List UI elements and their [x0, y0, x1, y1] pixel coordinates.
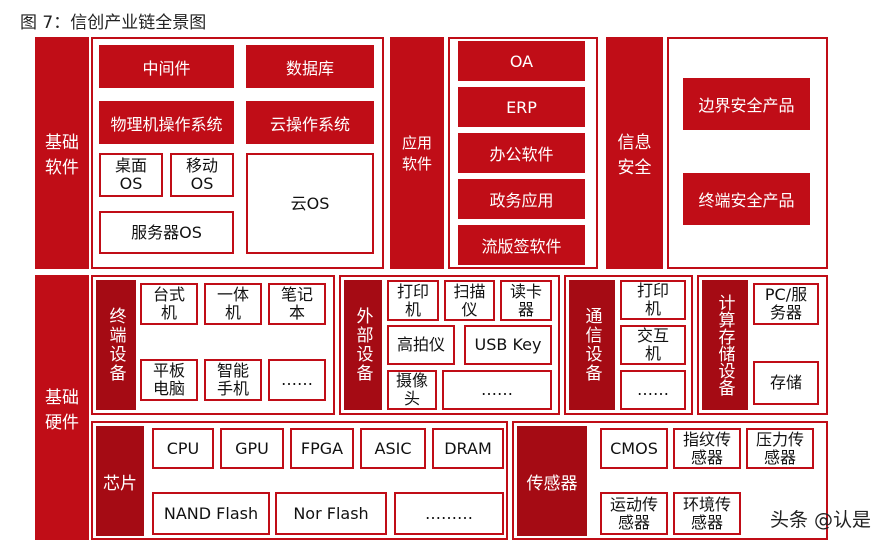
comm-label-text: 通信设备 [581, 307, 602, 383]
environment-sensor-box: 环境传 感器 [673, 492, 741, 535]
comm-printer-box: 打印 机 [620, 280, 686, 320]
chip-label: 芯片 [96, 426, 144, 536]
camera-text: 摄像 头 [395, 371, 428, 408]
info-security-panel [667, 37, 828, 269]
camera-box: 摄像 头 [387, 370, 437, 410]
card-reader-text: 读卡 器 [509, 281, 542, 319]
chip-more-box: ……… [394, 492, 504, 535]
chip-label-text: 芯片 [103, 473, 137, 494]
comm-label: 通信设备 [569, 280, 615, 410]
notebook-text: 笔记 本 [280, 285, 313, 322]
tablet-box: 平板 电脑 [140, 359, 198, 401]
basic-hardware-label: 基础 硬件 [35, 275, 89, 540]
environment-sensor-text: 环境传 感器 [682, 494, 731, 532]
desktop-pc-box: 台式 机 [140, 283, 198, 325]
terminal-label-text: 终端设备 [105, 307, 126, 383]
motion-sensor-box: 运动传 感器 [600, 492, 668, 535]
boundary-security-box: 边界安全产品 [683, 78, 810, 130]
compute-storage-label-text: 计算存储设备 [714, 294, 735, 396]
cpu-box: CPU [152, 428, 214, 469]
figure-title: 图 7：信创产业链全景图 [20, 13, 207, 33]
storage-box: 存储 [753, 361, 819, 405]
smartphone-box: 智能 手机 [204, 359, 262, 401]
peripheral-label-text: 外部设备 [352, 307, 373, 383]
mobile-os-text: 移动 OS [185, 156, 218, 193]
peripheral-label: 外部设备 [344, 280, 382, 410]
tablet-text: 平板 电脑 [152, 361, 185, 398]
sensor-label-text: 传感器 [526, 473, 578, 494]
info-security-label-text: 信息 安全 [617, 133, 652, 178]
pressure-sensor-box: 压力传 感器 [746, 428, 814, 469]
usb-key-box: USB Key [464, 325, 552, 365]
scanner-box: 扫描 仪 [444, 280, 495, 321]
endpoint-security-box: 终端安全产品 [683, 173, 810, 225]
all-in-one-box: 一体 机 [204, 283, 262, 325]
physical-os-box: 物理机操作系统 [99, 101, 234, 144]
comm-printer-text: 打印 机 [636, 281, 669, 318]
printer-box: 打印 机 [387, 280, 439, 321]
oa-box: OA [458, 41, 585, 81]
nor-flash-box: Nor Flash [275, 492, 387, 535]
pressure-sensor-text: 压力传 感器 [755, 429, 804, 467]
fingerprint-sensor-text: 指纹传 感器 [682, 429, 731, 467]
motion-sensor-text: 运动传 感器 [609, 494, 658, 532]
comm-more-box: …… [620, 370, 686, 410]
asic-box: ASIC [360, 428, 426, 469]
switch-box: 交互 机 [620, 325, 686, 365]
gov-app-box: 政务应用 [458, 179, 585, 219]
all-in-one-text: 一体 机 [216, 285, 249, 322]
cmos-box: CMOS [600, 428, 668, 469]
desktop-os-text: 桌面 OS [114, 156, 147, 193]
peripheral-more-box: …… [442, 370, 552, 410]
basic-software-label-text: 基础 软件 [45, 133, 79, 178]
application-software-label: 应用 软件 [390, 37, 444, 269]
format-sign-software-box: 流版签软件 [458, 225, 585, 265]
sensor-label: 传感器 [517, 426, 587, 536]
application-software-label-text: 应用 软件 [401, 134, 432, 173]
terminal-more-box: …… [268, 359, 326, 401]
notebook-box: 笔记 本 [268, 283, 326, 325]
switch-text: 交互 机 [636, 326, 669, 363]
middleware-box: 中间件 [99, 45, 234, 88]
terminal-label: 终端设备 [96, 280, 136, 410]
info-security-label: 信息 安全 [606, 37, 663, 269]
basic-software-label: 基础 软件 [35, 37, 89, 269]
nand-flash-box: NAND Flash [152, 492, 270, 535]
pc-server-box: PC/服 务器 [753, 283, 819, 325]
server-os-box: 服务器OS [99, 211, 234, 254]
desktop-os-box: 桌面 OS [99, 153, 163, 197]
fingerprint-sensor-box: 指纹传 感器 [673, 428, 741, 469]
card-reader-box: 读卡 器 [500, 280, 552, 321]
compute-storage-label: 计算存储设备 [702, 280, 748, 410]
smartphone-text: 智能 手机 [216, 361, 249, 398]
document-camera-box: 高拍仪 [387, 325, 455, 365]
cloud-os-system-box: 云操作系统 [246, 101, 374, 144]
desktop-pc-text: 台式 机 [152, 285, 185, 322]
database-box: 数据库 [246, 45, 374, 88]
erp-box: ERP [458, 87, 585, 127]
gpu-box: GPU [220, 428, 284, 469]
cloud-os-box: 云OS [246, 153, 374, 254]
fpga-box: FPGA [290, 428, 354, 469]
pc-server-text: PC/服 务器 [764, 285, 808, 322]
mobile-os-box: 移动 OS [170, 153, 234, 197]
watermark: 头条 @认是 [769, 509, 871, 531]
dram-box: DRAM [432, 428, 504, 469]
printer-text: 打印 机 [396, 281, 429, 319]
office-software-box: 办公软件 [458, 133, 585, 173]
basic-hardware-label-text: 基础 硬件 [45, 387, 79, 433]
scanner-text: 扫描 仪 [453, 281, 486, 319]
